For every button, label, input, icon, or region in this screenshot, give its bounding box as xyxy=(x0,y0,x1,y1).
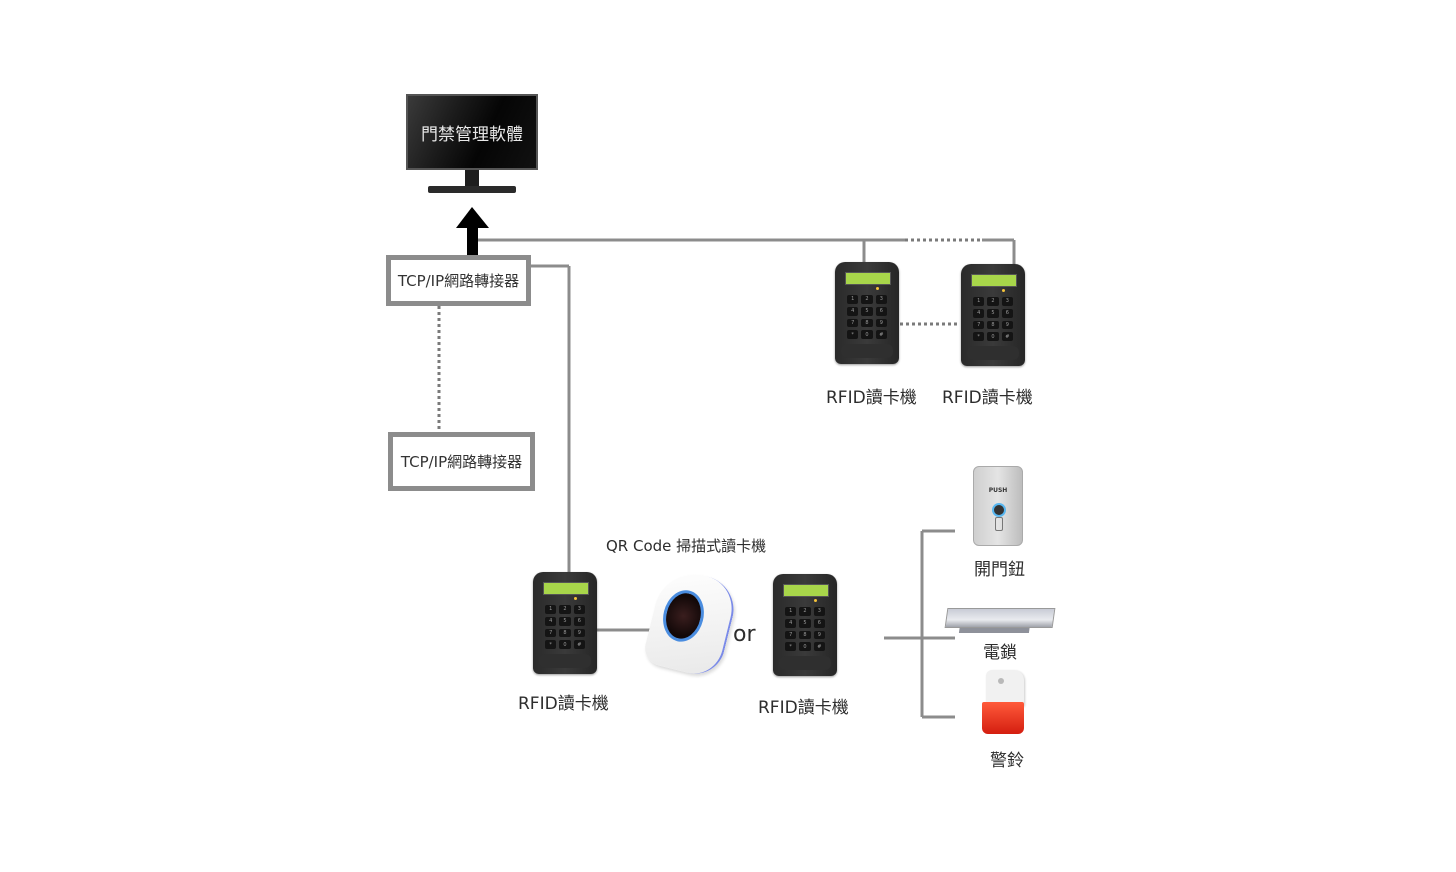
tcpip-converter-1: TCP/IP網路轉接器 xyxy=(386,255,531,306)
keypad-key: 4 xyxy=(785,618,797,628)
keypad-key: 7 xyxy=(545,628,557,638)
siren-icon xyxy=(982,670,1026,736)
keypad-key: 1 xyxy=(545,605,557,614)
management-software-screen: 門禁管理軟體 xyxy=(406,94,538,170)
upload-arrow xyxy=(456,207,489,258)
keypad-key: 5 xyxy=(559,616,571,626)
keypad-key: 6 xyxy=(875,306,887,316)
keypad-key: * xyxy=(973,332,985,341)
converter-1-label: TCP/IP網路轉接器 xyxy=(397,272,520,290)
rfid-top-1-label: RFID讀卡機 xyxy=(826,388,917,408)
monitor-stand xyxy=(465,170,479,187)
reader-lcd xyxy=(845,272,891,285)
keypad-key: 4 xyxy=(847,306,859,316)
keypad-key: 3 xyxy=(813,607,825,616)
keypad-key: 8 xyxy=(799,630,811,640)
or-text: or xyxy=(733,622,756,647)
keypad-key: * xyxy=(785,642,797,651)
keypad-key: 3 xyxy=(1001,297,1013,306)
keypad-key: 7 xyxy=(847,318,859,328)
reader-lcd xyxy=(543,582,589,595)
keypad-key: 8 xyxy=(559,628,571,638)
keypad-key: 1 xyxy=(785,607,797,616)
keypad-key: 2 xyxy=(799,607,811,616)
keypad-key: # xyxy=(1001,332,1013,341)
keypad-key: 4 xyxy=(545,616,557,626)
keypad-key: 8 xyxy=(861,318,873,328)
rfid-bottom-2-label: RFID讀卡機 xyxy=(758,698,849,718)
keypad-key: 9 xyxy=(875,318,887,328)
electric-lock-icon xyxy=(944,608,1056,633)
qr-scanner-label: QR Code 掃描式讀卡機 xyxy=(606,537,767,555)
keypad-key: 8 xyxy=(987,320,999,330)
software-label: 門禁管理軟體 xyxy=(421,124,523,145)
tcpip-converter-2: TCP/IP網路轉接器 xyxy=(388,432,535,491)
keypad-key: # xyxy=(813,642,825,651)
keypad-key: 9 xyxy=(1001,320,1013,330)
keypad-key: 2 xyxy=(559,605,571,614)
keypad-key: 9 xyxy=(813,630,825,640)
rfid-top-2-label: RFID讀卡機 xyxy=(942,388,1033,408)
keypad-key: 0 xyxy=(799,642,811,651)
keypad-key: 7 xyxy=(973,320,985,330)
monitor-base xyxy=(428,186,516,193)
keypad-key: * xyxy=(847,330,859,339)
reader-lcd xyxy=(783,584,829,597)
keypad-key: 9 xyxy=(573,628,585,638)
keypad-key: 0 xyxy=(559,640,571,649)
keypad-key: 1 xyxy=(973,297,985,306)
keypad-key: 0 xyxy=(861,330,873,339)
converter-2-label: TCP/IP網路轉接器 xyxy=(400,453,523,471)
keypad-key: 5 xyxy=(799,618,811,628)
keypad-key: 6 xyxy=(573,616,585,626)
alarm-label: 警鈴 xyxy=(990,751,1024,771)
keypad-key: 1 xyxy=(847,295,859,304)
keypad-key: 2 xyxy=(987,297,999,306)
keypad-key: # xyxy=(875,330,887,339)
reader-lcd xyxy=(971,274,1017,287)
keypad-key: 5 xyxy=(987,308,999,318)
keypad-key: * xyxy=(545,640,557,649)
keypad-key: 3 xyxy=(573,605,585,614)
keypad-key: 6 xyxy=(1001,308,1013,318)
push-plate-text: PUSH xyxy=(988,487,1008,494)
keypad-key: 6 xyxy=(813,618,825,628)
keypad-key: 3 xyxy=(875,295,887,304)
keypad-key: 2 xyxy=(861,295,873,304)
keypad-key: 4 xyxy=(973,308,985,318)
rfid-bottom-1-label: RFID讀卡機 xyxy=(518,694,609,714)
keypad-key: 5 xyxy=(861,306,873,316)
keypad-key: # xyxy=(573,640,585,649)
keypad-key: 0 xyxy=(987,332,999,341)
keypad-key: 7 xyxy=(785,630,797,640)
exit-button-label: 開門鈕 xyxy=(974,560,1025,580)
push-button-icon: PUSH xyxy=(973,466,1023,546)
electric-lock-label: 電鎖 xyxy=(983,643,1017,663)
